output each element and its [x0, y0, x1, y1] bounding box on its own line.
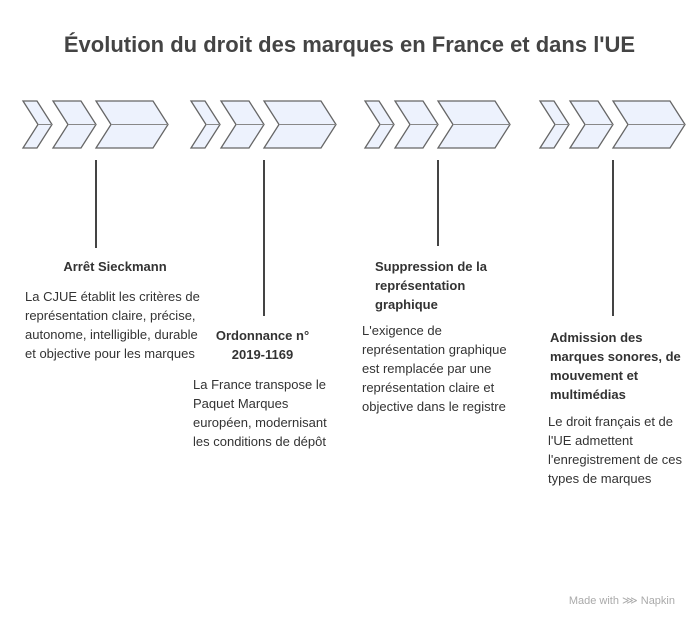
napkin-logo-icon: ⋙ — [622, 595, 638, 607]
event-2-title: Ordonnance n° 2019-1169 — [215, 328, 310, 362]
event-2-description: La France transpose le Paquet Marques eu… — [193, 377, 327, 449]
connector-line-4 — [612, 160, 614, 316]
event-4-title: Admission des marques sonores, de mouvem… — [550, 330, 681, 402]
event-1-title: Arrêt Sieckmann — [63, 259, 167, 274]
connector-line-3 — [437, 160, 439, 246]
connector-line-1 — [95, 160, 97, 248]
connector-line-2 — [263, 160, 265, 316]
event-1-description: La CJUE établit les critères de représen… — [25, 289, 200, 361]
event-4-description: Le droit français et de l'UE admettent l… — [548, 414, 682, 486]
event-3-title: Suppression de la représentation graphiq… — [375, 259, 487, 312]
diagram-title: Évolution du droit des marques en France… — [63, 32, 636, 57]
chevron-arrows — [21, 100, 686, 149]
footer-label: Made with — [568, 595, 619, 607]
event-3-description: L'exigence de représentation graphique e… — [362, 323, 507, 414]
footer-brand: Napkin — [640, 595, 675, 607]
made-with-napkin: Made with ⋙ Napkin — [569, 594, 675, 607]
